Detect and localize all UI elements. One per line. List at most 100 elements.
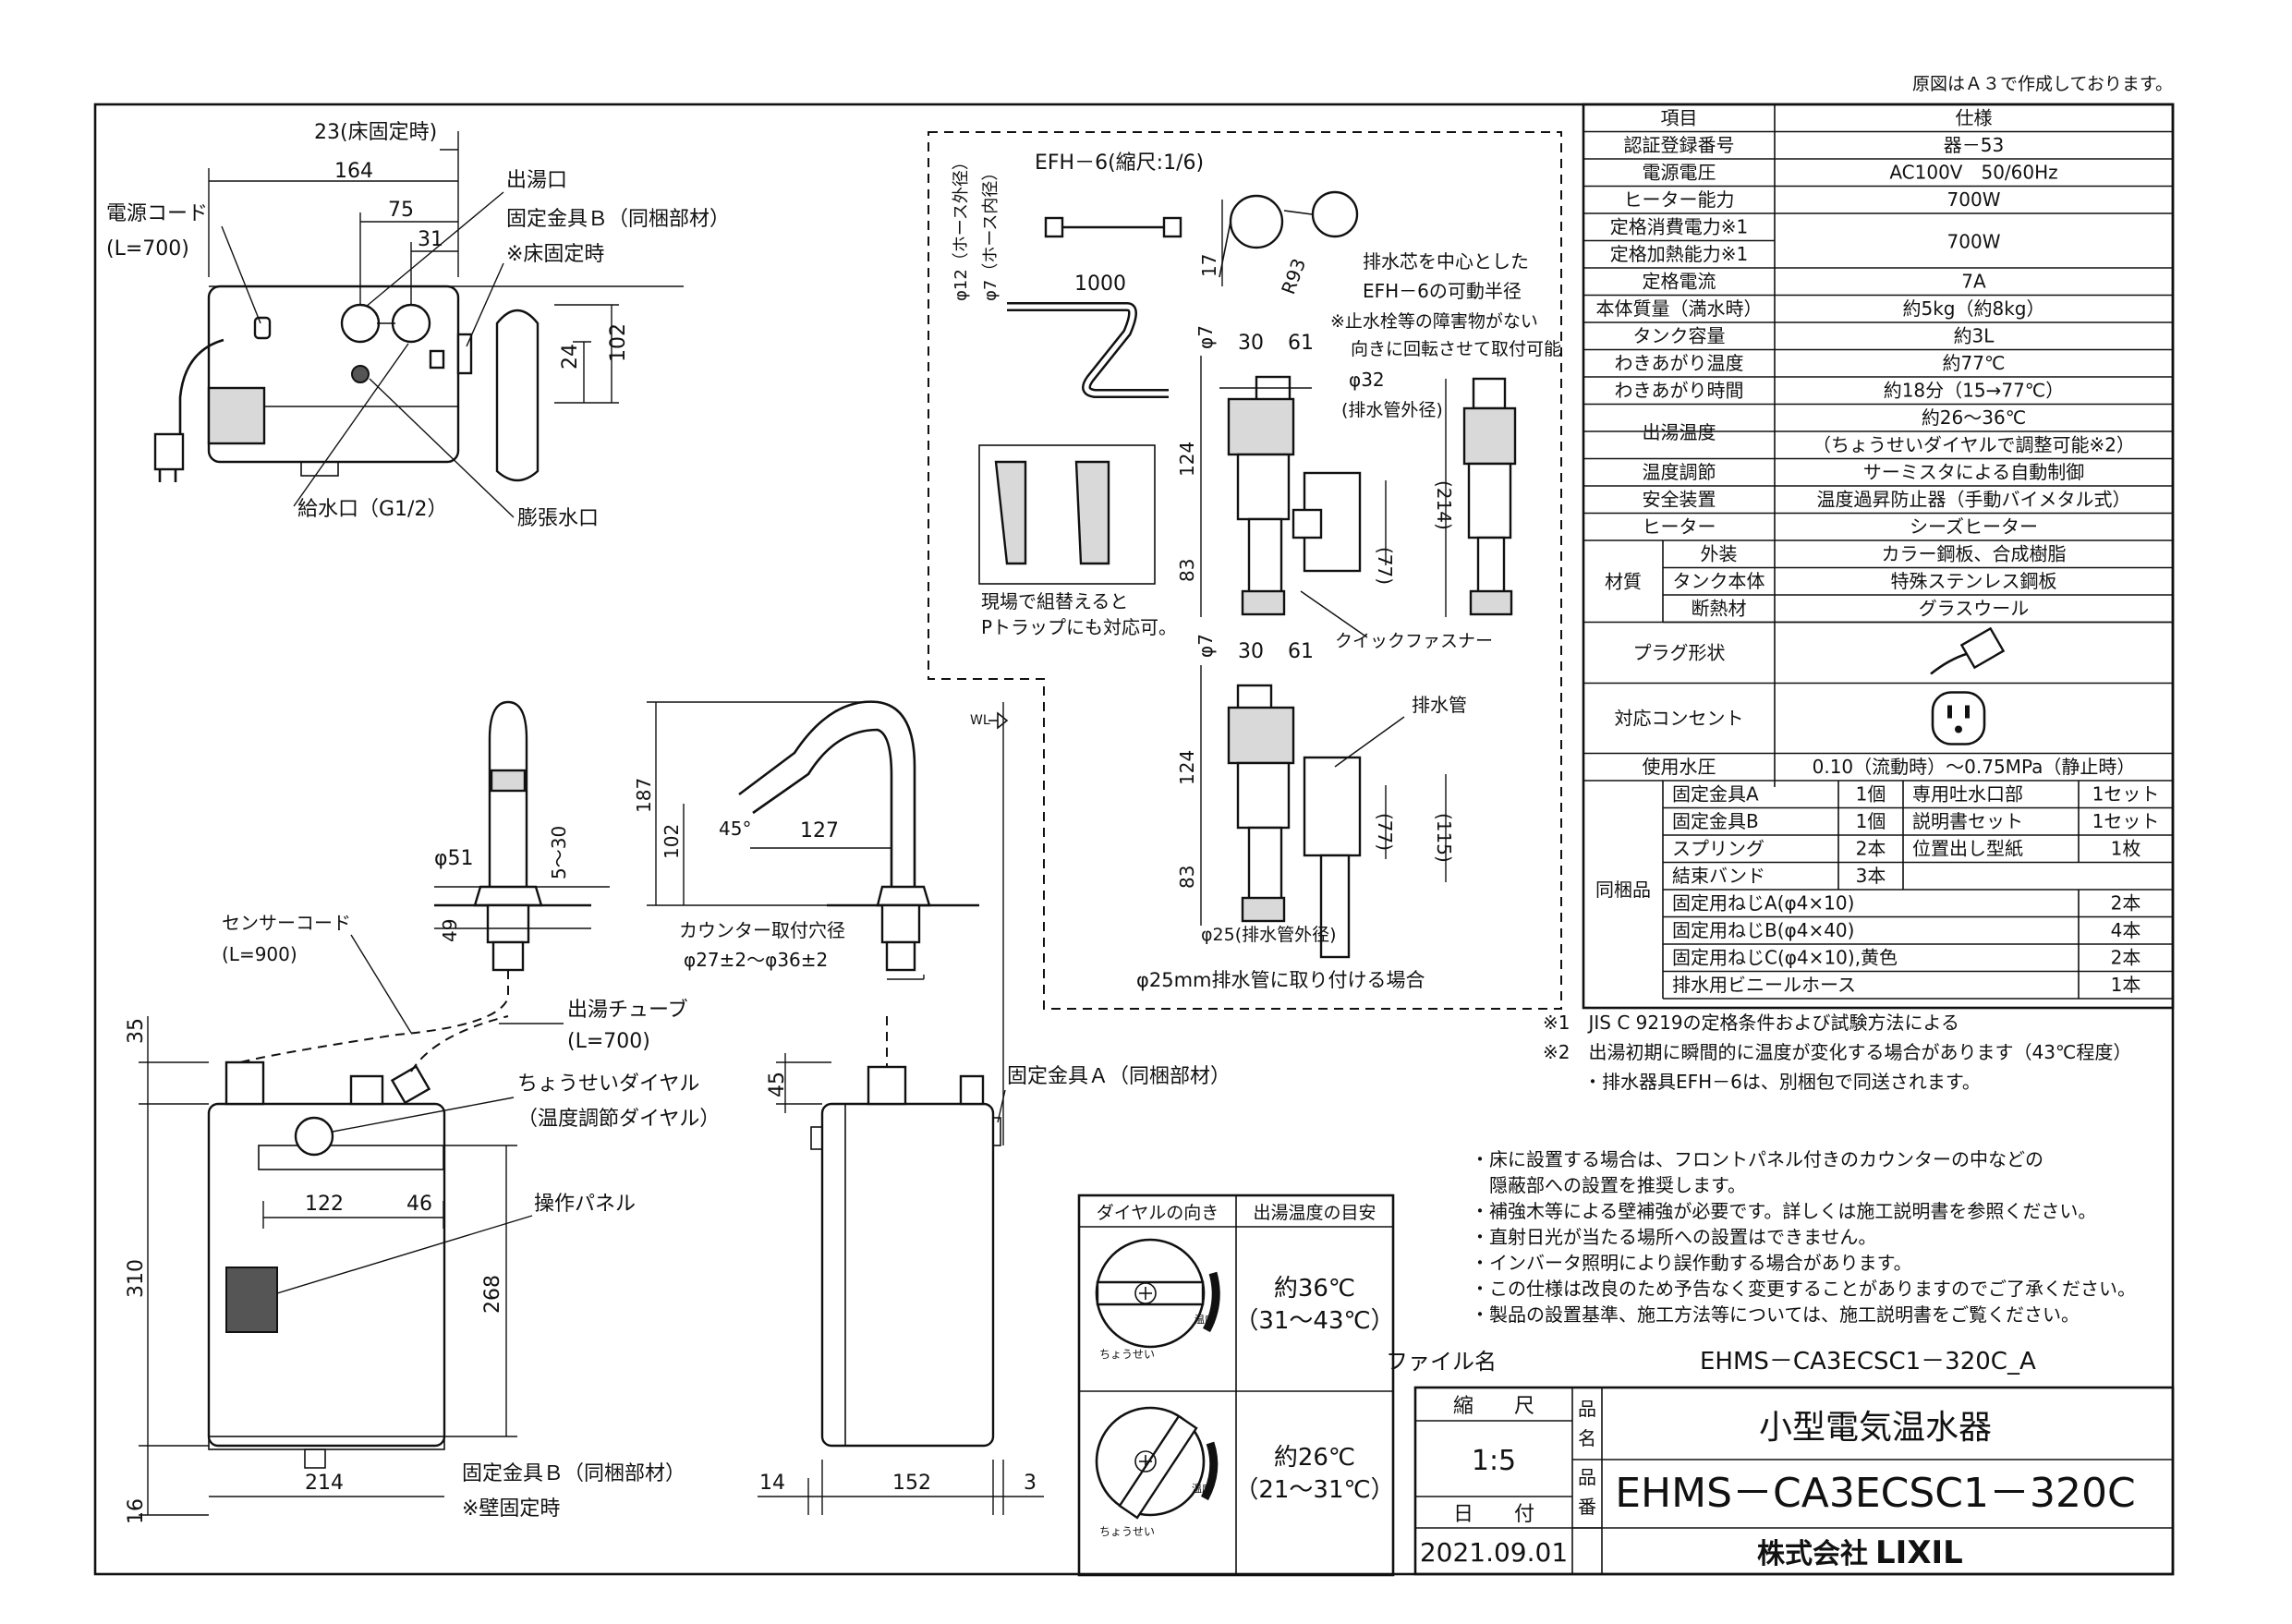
dim-phi7-b: φ7 [1195,634,1217,658]
hot-outlet-icon [340,303,381,344]
counter-hole-label: カウンター取付穴径 [679,919,845,941]
dial-26-icon: 温度 ちょうせい [1095,1406,1219,1538]
product-label-1: 品 [1578,1398,1596,1420]
included-label: 同梱品 [1595,879,1651,901]
number-label-2: 番 [1578,1496,1596,1518]
front-view: 35 310 268 122 46 214 16 出湯チューブ (L=700) … [125,999,720,1524]
spec-label-5: 定格加熱能力※1 [1610,243,1748,265]
included-qty-1: 1個 [1856,810,1886,832]
brand-logo: LIXIL [1875,1534,1963,1571]
outlet-icon [1931,691,1986,745]
dial-caption-1: ちょうせい [1099,1348,1155,1361]
hot-tube-length: (L=700) [567,1030,650,1053]
note-1: ・床に設置する場合は、フロントパネル付きのカウンターの中などの [1471,1148,2043,1170]
obstacle-note-2: 向きに回転させて取付可能 [1351,339,1561,359]
ptrap-note-2: Pトラップにも対応可。 [981,616,1177,638]
faucet-front-view: φ51 5～30 49 センサーコード (L=900) [222,700,610,1063]
material-label: 材質 [1605,570,1642,592]
dial-36-icon: 温度 ちょうせい [1095,1238,1220,1361]
product-number: EHMS－CA3ECSC1－320C [1615,1470,2135,1517]
dim-16: 16 [125,1498,148,1524]
dial-range-1: （31～43℃） [1234,1307,1394,1335]
dim-102: 102 [607,323,630,362]
note-2: 隠蔽部への設置を推奨します。 [1471,1174,1746,1196]
sensor-cord-length: (L=900) [222,943,297,965]
dial-table: ダイヤルの向き 出湯温度の目安 約36℃ （31～43℃） 約26℃ （21～3… [1077,1194,1395,1577]
dim-152: 152 [892,1472,931,1495]
spec-value-1: 器－53 [1944,134,2004,156]
drain-title: EFH－6(縮尺:1/6) [1035,151,1204,175]
dim-phi51: φ51 [434,847,474,870]
dim-83-a: 83 [1176,559,1198,582]
spec-label-14: 安全装置 [1643,489,1716,511]
plug-label: プラグ形状 [1633,642,1726,664]
dial-header-temp: 出湯温度の目安 [1253,1203,1376,1223]
dim-75: 75 [388,199,414,222]
footnotes: ※1 JIS C 9219の定格条件および試験方法による ※2 出湯初期に瞬間的… [1543,1012,2131,1093]
dim-14: 14 [759,1472,785,1495]
spec-value-7: 約5kg（約8kg） [1902,297,2044,320]
spec-label-10: わきあがり時間 [1615,380,1744,402]
footnote-1: ※1 JIS C 9219の定格条件および試験方法による [1543,1012,1959,1034]
dim-77-b: (77) [1374,813,1396,851]
date-label: 日 付 [1453,1503,1534,1526]
dim-35: 35 [125,1018,148,1044]
dim-45deg: 45° [719,818,751,840]
dim-5-30: 5～30 [548,826,570,879]
drain-detail: EFH－6(縮尺:1/6) 1000 φ12（ホース外径） φ7（ホース内径） … [928,131,1562,1010]
dim-61-a: 61 [1288,332,1314,355]
spec-label-2: 電源電圧 [1643,162,1716,184]
sensor-cord-label: センサーコード [222,912,351,934]
material-value-2: グラスウール [1919,598,2030,620]
dim-102-faucet: 102 [661,824,683,859]
dim-268: 268 [481,1275,504,1314]
temp-dial-label: ちょうせいダイヤル [517,1073,699,1096]
temp-dial-sub: （温度調節ダイヤル） [517,1108,720,1131]
dim-r93: R93 [1277,256,1310,297]
dial-temp-1: 約36℃ [1274,1275,1355,1303]
included-qty2-1: 1セット [2092,810,2160,832]
spec-label-3: ヒーター能力 [1624,188,1735,211]
dim-164: 164 [334,160,373,183]
spec-label-9: わきあがり温度 [1615,352,1744,374]
included-qty-3: 3本 [1856,865,1886,887]
expansion-port-label: 膨張水口 [517,507,599,530]
dim-124-b: 124 [1176,750,1198,785]
spec-value-11: 約26～36℃ [1922,406,2026,429]
included-name-3: 結束バンド [1672,865,1765,887]
included-qty-2: 2本 [1856,838,1886,860]
dial-word-1: 温度 [1195,1313,1215,1326]
wl-label: WL [970,713,990,728]
dim-77-a: (77) [1374,547,1396,585]
hose-outer-dia: φ12（ホース外径） [952,153,971,301]
included-name2-0: 専用吐水口部 [1912,783,2023,806]
dim-17: 17 [1198,254,1220,277]
spec-label-15: ヒーター [1643,515,1716,538]
water-inlet-icon [391,303,431,344]
spec-value-13: サーミスタによる自動制御 [1863,461,2084,483]
material-value-1: 特殊ステンレス鋼板 [1891,570,2057,592]
floor-fix-note: ※床固定時 [506,243,604,266]
expansion-port-icon [351,365,370,383]
spec-label-4: 定格消費電力※1 [1610,216,1748,238]
dim-127: 127 [800,819,839,842]
faucet-top-icon [495,309,540,482]
temp-dial-icon [294,1116,334,1157]
dim-phi7-a: φ7 [1195,325,1217,349]
included-row-qty-2: 2本 [2111,947,2141,969]
top-view: 23(床固定時) 164 75 31 24 102 電源コード (L=700) … [106,121,730,530]
hot-tube-label: 出湯チューブ [567,999,688,1022]
outlet-label: 対応コンセント [1615,708,1744,730]
dim-phi25: φ25(排水管外径) [1201,925,1337,945]
quick-fastener-label: クイックファスナー [1335,631,1493,651]
counter-hole-range: φ27±2～φ36±2 [684,949,828,971]
spec-label-1: 認証登録番号 [1624,134,1735,156]
obstacle-note-1: ※止水栓等の障害物がない [1330,311,1538,332]
included-row-name-3: 排水用ビニールホース [1672,974,1856,996]
pressure-label: 使用水圧 [1643,756,1716,778]
dim-122: 122 [305,1193,344,1216]
spec-value-0: 仕様 [1956,107,1993,129]
included-qty-0: 1個 [1856,783,1886,806]
note-3: ・補強木等による壁補強が必要です。詳しくは施工説明書を参照ください。 [1471,1200,2096,1222]
dim-124-a: 124 [1176,442,1198,477]
